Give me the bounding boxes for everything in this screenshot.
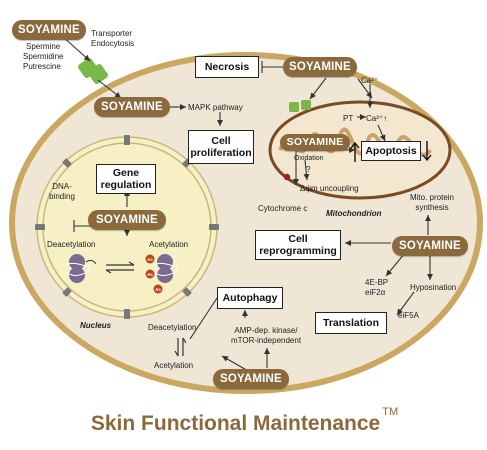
soyamine-pill-necrosis: SOYAMINE: [283, 57, 357, 77]
histone-right-icon: [151, 254, 179, 283]
amp-kinase-label-2: mTOR-independent: [230, 336, 302, 345]
soyamine-pill-top-left: SOYAMINE: [12, 20, 86, 40]
mapk-pathway-label: MAPK pathway: [188, 103, 243, 112]
dna-binding-label-2: binding: [49, 192, 75, 201]
mitochondrion-label: Mitochondrion: [326, 209, 382, 218]
nuc-deacetylation-label: Deacetylation: [47, 240, 96, 249]
histone-left-icon: [63, 254, 97, 283]
soyamine-pill-bottom: SOYAMINE: [213, 369, 289, 389]
cell-reprogramming-label: Cell reprogramming: [259, 233, 337, 257]
cell-reprogramming-box: Cell reprogramming: [255, 230, 341, 260]
soyamine-pill-nucleus: SOYAMINE: [88, 210, 166, 230]
oxidation-label: Oxidation: [294, 155, 324, 162]
dna-binding-label-1: DNA-: [52, 182, 72, 191]
acetyl-dots: [145, 254, 163, 294]
cyto-acetylation-label: Acetylation: [154, 361, 194, 370]
transporter-icon: [78, 58, 108, 84]
pathway-arrows: [61, 35, 433, 373]
ca2-label: Ca²⁺: [361, 76, 379, 85]
necrosis-box: Necrosis: [195, 56, 259, 78]
gene-regulation-label: Gene regulation: [100, 167, 152, 191]
question-label: ?: [306, 165, 311, 174]
4ebp-label: 4E-BP: [365, 278, 389, 287]
ac-label: Ac: [147, 257, 153, 262]
nucleus-label: Nucleus: [80, 321, 112, 330]
hyposination-label: Hyposination: [410, 283, 457, 292]
apoptosis-arrows: [350, 141, 432, 162]
soyamine-pill-right: SOYAMINE: [392, 236, 468, 256]
footer-title-text: Skin Functional Maintenance: [90, 412, 381, 435]
mito-protein-label-1: Mito. protein: [409, 193, 455, 202]
endocytosis-label: Endocytosis: [91, 39, 135, 48]
mitochondrion-body: [268, 100, 452, 200]
polyamine-spermidine: Spermidine: [23, 52, 64, 61]
amp-kinase-label-1: AMP-dep. kinase/: [234, 326, 298, 335]
autophagy-box: Autophagy: [217, 287, 283, 309]
nuclear-pores: [35, 135, 219, 319]
ac-label: Ac: [155, 287, 161, 292]
cytochrome-dot: [283, 173, 291, 181]
nuc-acetylation-label: Acetylation: [149, 240, 189, 249]
gene-regulation-box: Gene regulation: [96, 164, 156, 194]
cytochrome-c-label: Cytochrome c: [258, 204, 308, 213]
eif2a-label: eiF2α: [365, 288, 386, 297]
soyamine-pill-mito: SOYAMINE: [280, 134, 350, 151]
polyamine-putrescine: Putrescine: [23, 62, 61, 71]
mito-channel-icon: [289, 100, 311, 112]
eif5a-label: eiF5A: [398, 311, 419, 320]
ac-label: Ac: [147, 272, 153, 277]
transporter-label: Transporter: [91, 29, 133, 38]
polyamine-spermine: Spermine: [26, 42, 61, 51]
soyamine-pill-mapk: SOYAMINE: [94, 97, 170, 117]
pt-label: PT: [343, 114, 354, 123]
mito-protein-label-2: synthesis: [415, 203, 449, 212]
trademark-mark: TM: [382, 406, 399, 418]
cyto-equilibrium-arrows: [174, 337, 187, 357]
dpsi-uncoupling-label: Δψm uncoupling: [300, 184, 359, 193]
cyto-deacetylation-label: Deacetylation: [148, 323, 197, 332]
cell-proliferation-box: Cell proliferation: [188, 130, 254, 164]
apoptosis-box: Apoptosis: [361, 141, 421, 161]
cell-proliferation-label: Cell proliferation: [190, 135, 252, 159]
translation-box: Translation: [315, 312, 387, 334]
equilibrium-arrows: [105, 261, 135, 274]
ca2-up-label: Ca²⁺↑: [366, 114, 388, 123]
